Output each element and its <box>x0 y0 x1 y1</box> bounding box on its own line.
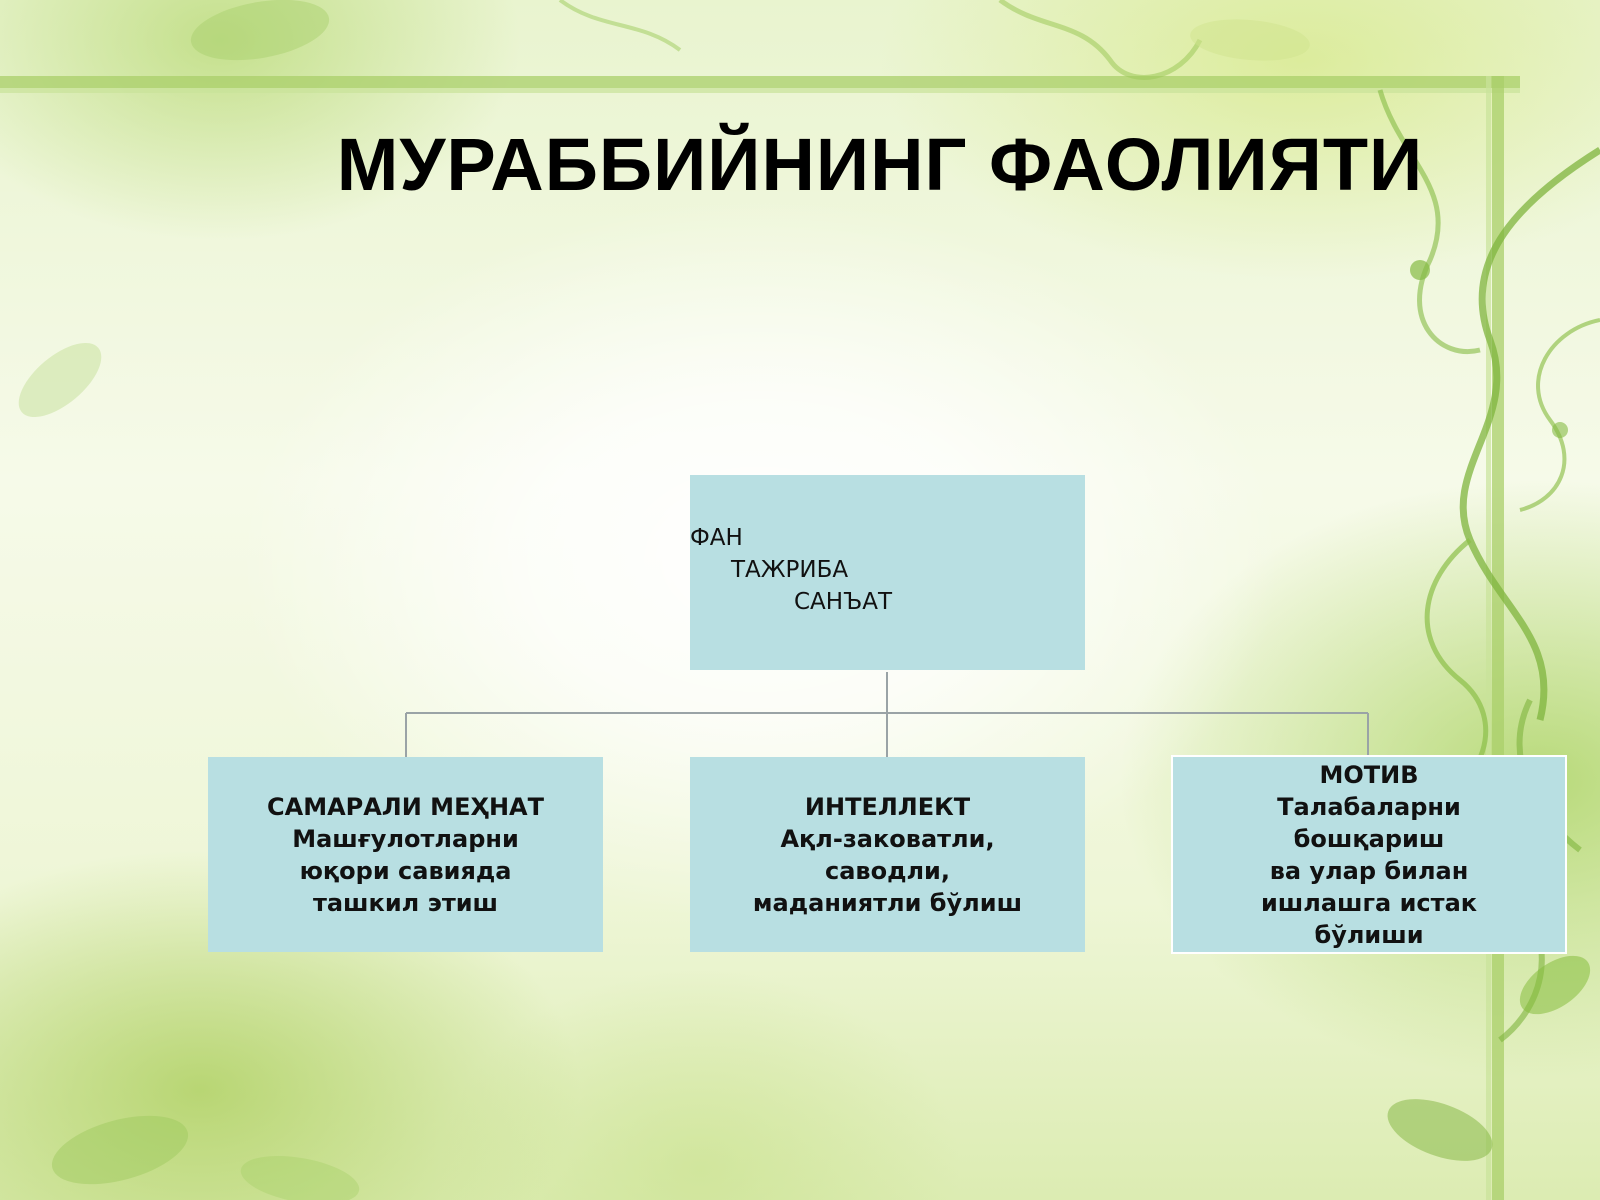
child-node-motiv: МОТИВ Талабаларни бошқариш ва улар билан… <box>1171 755 1567 954</box>
child-node-line: бўлиши <box>1314 920 1424 949</box>
child-node-heading: ИНТЕЛЛЕКТ <box>804 792 971 821</box>
child-node-line: бошқариш <box>1293 824 1445 853</box>
child-node-line: Талабаларни <box>1277 792 1461 821</box>
root-line-fan: ФАН <box>690 525 743 551</box>
root-node: ФАН ТАЖРИБА САНЪАТ <box>690 475 1085 670</box>
child-node-samarali-mehnat: САМАРАЛИ МЕҲНАТ Машғулотларни юқори сави… <box>208 757 603 952</box>
child-node-intellekt: ИНТЕЛЛЕКТ Ақл-заковатли, саводли, мадани… <box>690 757 1085 952</box>
child-node-line: саводли, <box>825 856 950 885</box>
child-node-line: ва улар билан <box>1269 856 1469 885</box>
slide-title: МУРАББИЙНИНГ ФАОЛИЯТИ <box>336 123 1424 206</box>
root-line-sanat: САНЪАТ <box>794 589 893 615</box>
child-node-line: Машғулотларни <box>292 824 519 853</box>
child-node-line: ташкил этиш <box>312 888 499 917</box>
child-node-heading: САМАРАЛИ МЕҲНАТ <box>267 792 544 821</box>
root-line-tajriba: ТАЖРИБА <box>731 557 849 583</box>
child-node-line: маданиятли бўлиш <box>752 888 1023 917</box>
child-node-line: ишлашга истак <box>1260 888 1478 917</box>
child-node-line: юқори савияда <box>299 856 512 885</box>
child-node-heading: МОТИВ <box>1319 760 1419 789</box>
child-node-line: Ақл-заковатли, <box>780 824 995 853</box>
